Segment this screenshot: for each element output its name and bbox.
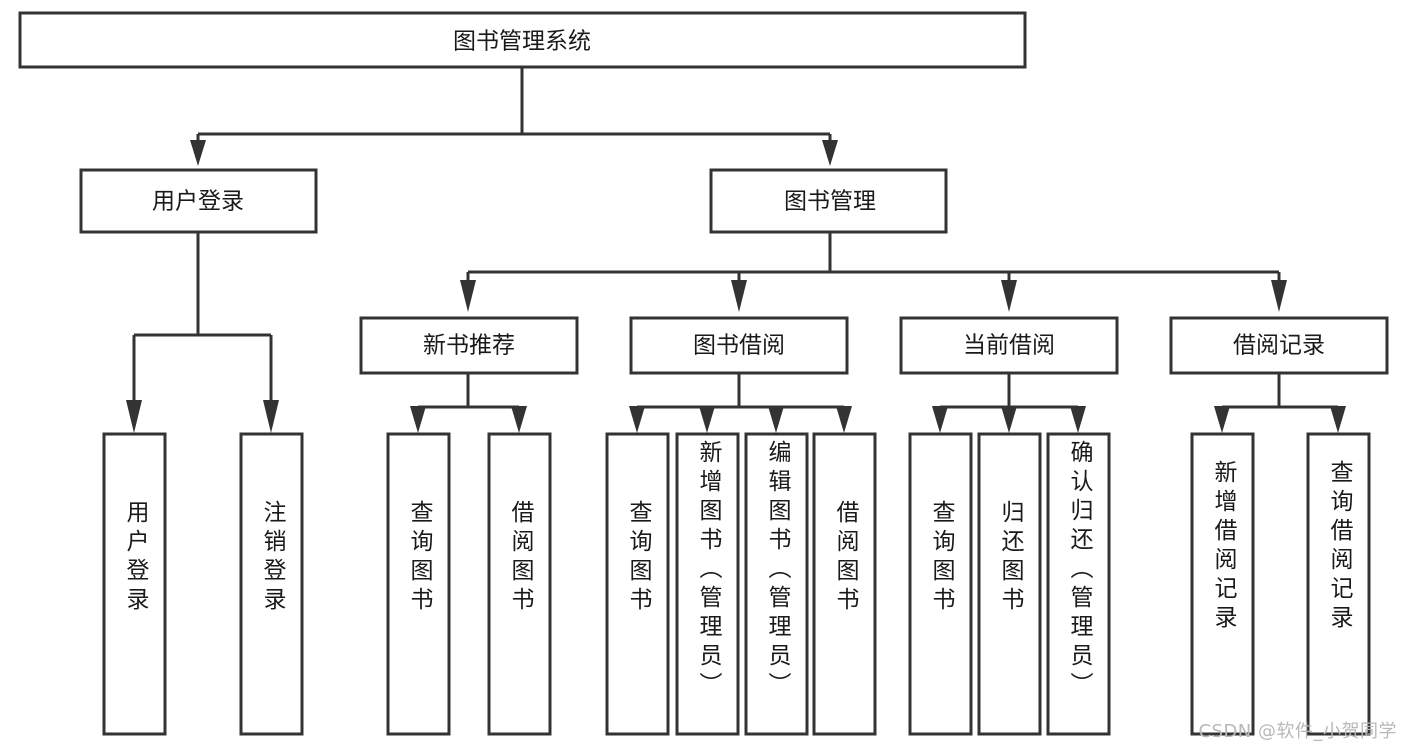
node-root-system[interactable]: 图书管理系统 (18, 11, 1027, 69)
node-borrow-record-box[interactable] (1169, 316, 1389, 375)
node-book-borrow-label: 图书借阅 (693, 333, 785, 359)
connector-group-current-borrow-leaves (932, 373, 1086, 433)
node-root-box[interactable] (18, 11, 1027, 69)
arrow-head-bb-leaf1 (629, 406, 645, 433)
node-user-login-box[interactable] (79, 168, 318, 234)
node-book-management-box[interactable] (709, 168, 948, 234)
leaf-box-newbook-query[interactable] (386, 432, 451, 736)
node-current-borrow-label: 当前借阅 (963, 333, 1055, 359)
node-root-label: 图书管理系统 (453, 29, 591, 55)
connector-group-new-book-leaves (410, 373, 527, 433)
arrow-head-new-book (460, 280, 476, 312)
arrow-head-book-borrow (731, 280, 747, 312)
connector-group-book-borrow-leaves (629, 373, 852, 433)
node-book-borrow[interactable]: 图书借阅 (629, 316, 849, 375)
arrow-head-bb-leaf4 (836, 406, 852, 433)
arrow-head-bb-leaf2 (699, 406, 715, 433)
connector-group-book-manage-to-level3 (460, 232, 1287, 312)
arrow-head-book-manage (822, 140, 838, 166)
arrow-head-user-login (190, 140, 206, 166)
node-book-borrow-box[interactable] (629, 316, 849, 375)
leaf-box-bookborrow-borrow[interactable] (812, 432, 877, 736)
leaf-box-bookborrow-edit[interactable] (744, 432, 809, 736)
csdn-watermark: CSDN @软件_小贺同学 (1198, 721, 1397, 742)
leaf-box-bookborrow-query[interactable] (605, 432, 670, 736)
node-user-login-label: 用户登录 (152, 189, 244, 215)
leaf-box-borrowrecord-add[interactable] (1190, 432, 1255, 736)
connector-group-borrow-record-leaves (1214, 373, 1346, 433)
arrow-head-nb-leaf1 (410, 406, 426, 433)
arrow-head-leaf-logout (263, 400, 279, 433)
arrow-head-cb-leaf2 (1001, 406, 1017, 433)
leaf-box-user-login-login[interactable] (102, 432, 167, 736)
leaf-box-borrowrecord-query[interactable] (1306, 432, 1371, 736)
connector-group-root-to-level2 (190, 67, 838, 166)
arrow-head-bb-leaf3 (768, 406, 784, 433)
arrow-head-borrow-record (1271, 280, 1287, 312)
node-current-borrow[interactable]: 当前借阅 (899, 316, 1119, 375)
leaf-box-currentborrow-query[interactable] (908, 432, 973, 736)
leaf-box-newbook-borrow[interactable] (487, 432, 552, 736)
node-new-book-recommend-label: 新书推荐 (423, 333, 515, 359)
node-new-book-recommend-box[interactable] (359, 316, 579, 375)
node-borrow-record-label: 借阅记录 (1233, 333, 1325, 359)
node-book-management[interactable]: 图书管理 (709, 168, 948, 234)
arrow-head-current-borrow (1001, 280, 1017, 312)
arrow-head-nb-leaf2 (511, 406, 527, 433)
leaf-box-user-login-logout[interactable] (239, 432, 304, 736)
node-new-book-recommend[interactable]: 新书推荐 (359, 316, 579, 375)
node-book-management-label: 图书管理 (784, 189, 876, 215)
arrow-head-cb-leaf1 (932, 406, 948, 433)
node-user-login[interactable]: 用户登录 (79, 168, 318, 234)
arrow-head-br-leaf2 (1330, 406, 1346, 433)
arrow-head-cb-leaf3 (1070, 406, 1086, 433)
connector-group-user-login-leaves (126, 232, 279, 433)
node-current-borrow-box[interactable] (899, 316, 1119, 375)
leaf-box-bookborrow-add[interactable] (675, 432, 740, 736)
arrow-head-br-leaf1 (1214, 406, 1230, 433)
leaf-box-currentborrow-return[interactable] (977, 432, 1042, 736)
arrow-head-leaf-user-login (126, 400, 142, 433)
node-borrow-record[interactable]: 借阅记录 (1169, 316, 1389, 375)
leaf-box-currentborrow-confirm[interactable] (1046, 432, 1111, 736)
